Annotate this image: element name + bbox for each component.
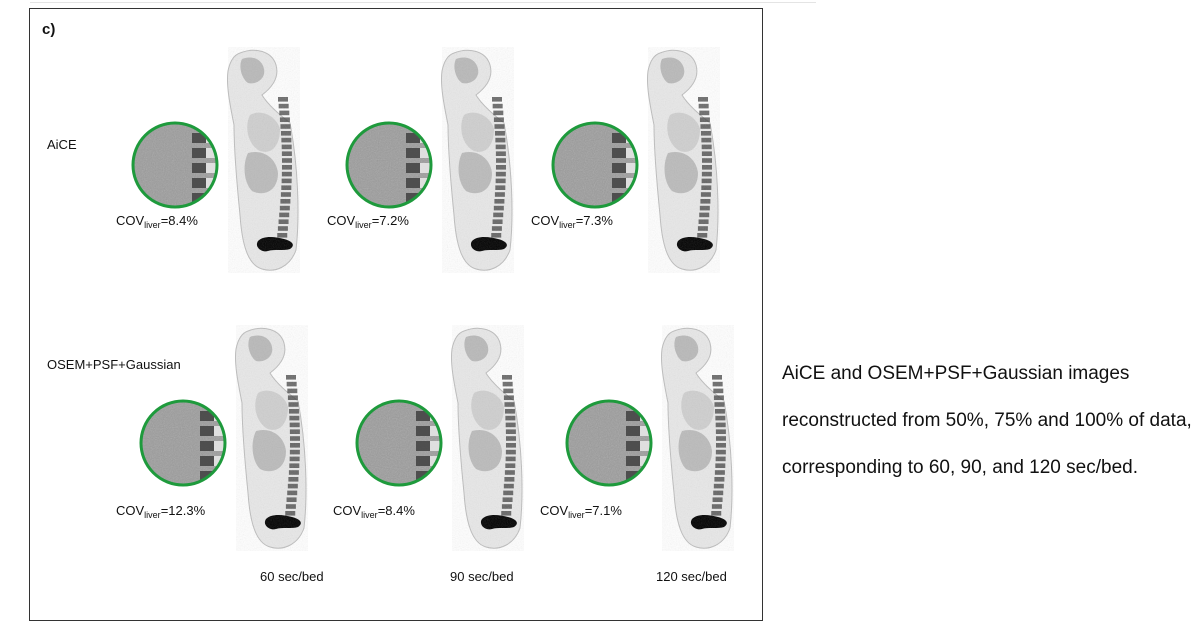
cov-label-osem-120: COVliver=7.1% xyxy=(540,503,622,520)
column-label-120: 120 sec/bed xyxy=(656,569,727,584)
pet-scan-image xyxy=(565,325,734,551)
pet-figure-panel: c) AiCE OSEM+PSF+Gaussian COVliver=8.4% … xyxy=(29,8,763,621)
liver-zoom-inset xyxy=(131,121,219,209)
body-silhouette xyxy=(451,325,524,551)
column-label-60: 60 sec/bed xyxy=(260,569,324,584)
cov-label-osem-60: COVliver=12.3% xyxy=(116,503,206,520)
liver-zoom-inset xyxy=(565,399,653,487)
pet-image-cell-osem-90 xyxy=(354,323,554,553)
cov-label-osem-90: COVliver=8.4% xyxy=(333,503,415,520)
pet-image-cell-aice-120 xyxy=(550,45,750,275)
pet-scan-image xyxy=(355,325,524,551)
column-label-90: 90 sec/bed xyxy=(450,569,514,584)
top-divider xyxy=(30,2,816,3)
liver-zoom-inset xyxy=(355,399,443,487)
cov-label-aice-90: COVliver=7.2% xyxy=(327,213,409,230)
cov-label-aice-120: COVliver=7.3% xyxy=(531,213,613,230)
row-label-aice: AiCE xyxy=(47,137,77,152)
pet-image-cell-aice-90 xyxy=(344,45,544,275)
body-silhouette xyxy=(647,47,720,273)
pet-image-cell-osem-60 xyxy=(138,323,338,553)
body-silhouette xyxy=(661,325,734,551)
figure-caption: AiCE and OSEM+PSF+Gaussian images recons… xyxy=(782,363,1192,478)
body-silhouette xyxy=(227,47,300,273)
liver-zoom-inset xyxy=(345,121,433,209)
pet-image-cell-aice-60 xyxy=(130,45,330,275)
liver-zoom-inset xyxy=(551,121,639,209)
pet-scan-image xyxy=(551,47,720,273)
pet-scan-image xyxy=(345,47,514,273)
body-silhouette xyxy=(441,47,514,273)
pet-scan-image xyxy=(139,325,308,551)
row-label-osem: OSEM+PSF+Gaussian xyxy=(47,357,181,372)
pet-image-cell-osem-120 xyxy=(564,323,764,553)
pet-scan-image xyxy=(131,47,300,273)
cov-label-aice-60: COVliver=8.4% xyxy=(116,213,198,230)
body-silhouette xyxy=(235,325,308,551)
panel-label: c) xyxy=(42,21,56,38)
liver-zoom-inset xyxy=(139,399,227,487)
